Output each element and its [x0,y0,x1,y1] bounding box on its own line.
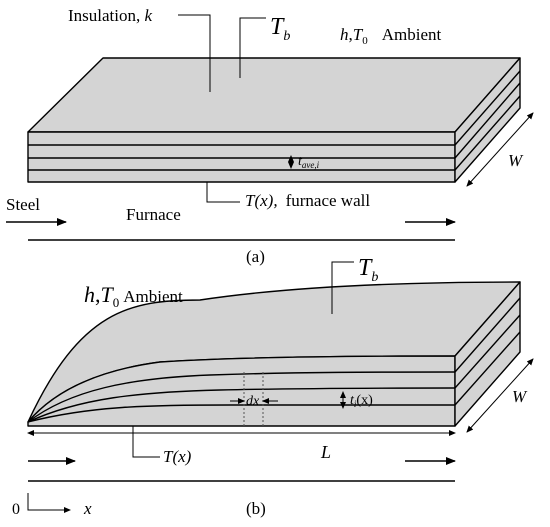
slab-a-layers [28,70,521,171]
width-dim-b [466,358,534,433]
caption-a: (a) [246,247,265,266]
thickness-label-a: tave,i [298,154,320,170]
length-label: L [320,442,331,462]
top-temp-leader-b [331,261,354,314]
top-temp-label-b: Tb [358,255,378,285]
width-label-b: W [512,387,528,406]
width-dim-a [466,112,534,187]
dx-label: dx [246,394,260,409]
thickness-label-b: ti(x) [350,393,373,409]
insulation-label: Insulation, k [68,6,153,25]
slab-a-front-face [27,131,456,183]
slab-a-top-face [27,57,521,133]
insulation-leader [178,14,211,92]
caption-b: (b) [246,499,266,518]
furnace-wall-label: T(x),furnace wall [245,191,370,210]
x-axis-label: x [83,499,92,518]
furnace-wall-leader [206,182,240,203]
width-label-a: W [508,151,524,170]
origin-label: 0 [12,501,20,518]
steel-label: Steel [6,195,40,214]
slab-b-layers [27,297,521,423]
slab-b-front-face [27,355,456,427]
wall-temp-leader-b [132,426,160,458]
furnace-label: Furnace [126,205,181,224]
top-temp-leader-a [239,17,266,78]
x-axis-arrow [27,493,71,513]
wall-temp-label-b: T(x) [163,447,192,466]
top-temp-label-a: Tb [270,14,290,44]
